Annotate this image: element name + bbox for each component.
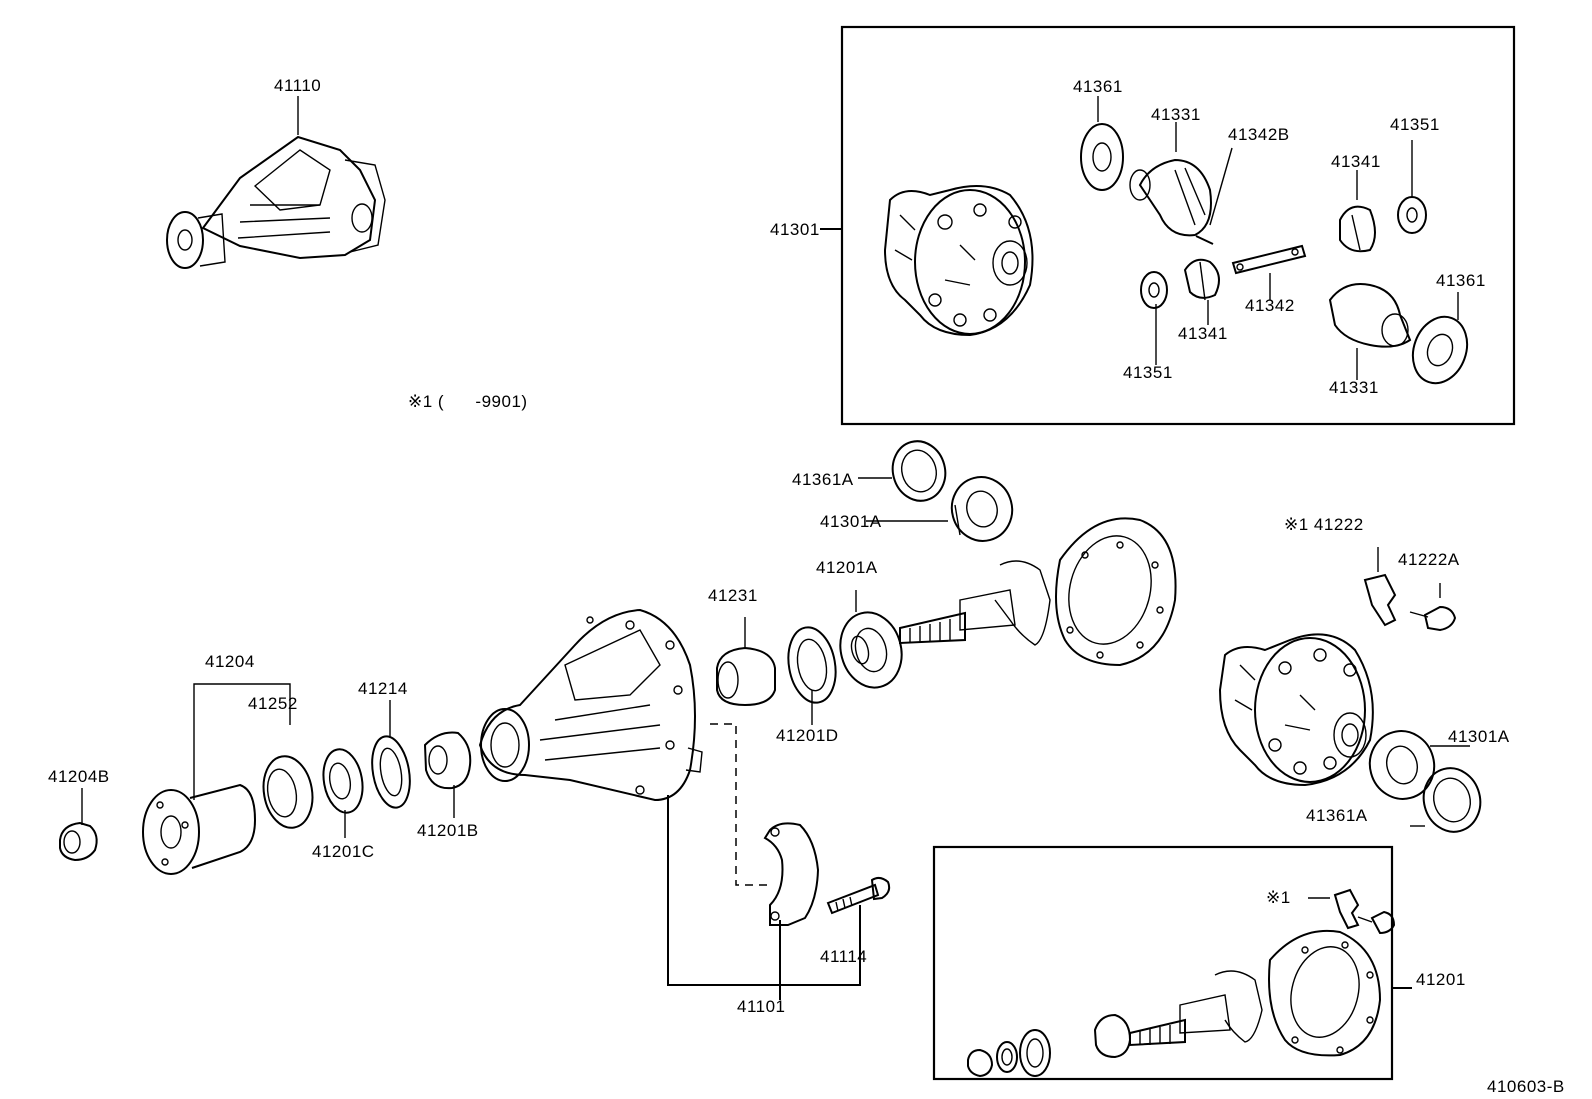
label-41201D: 41201D xyxy=(776,726,839,745)
label-41341-top: 41341 xyxy=(1331,152,1381,171)
dashed-guide-line xyxy=(710,723,772,886)
label-41342: 41342 xyxy=(1245,296,1295,315)
label-41331-bottom: 41331 xyxy=(1329,378,1379,397)
collapsible-spacer-41231[interactable] xyxy=(716,617,776,707)
label-41204: 41204 xyxy=(205,652,255,671)
ring-gear-set-kit[interactable] xyxy=(967,888,1412,1078)
label-41351-bottom: 41351 xyxy=(1123,363,1173,382)
pinion-gear-bottom[interactable] xyxy=(1183,258,1220,325)
label-41201A: 41201A xyxy=(816,558,878,577)
side-bearing-adjusting-washer-top[interactable] xyxy=(858,435,952,506)
companion-flange-nut[interactable] xyxy=(59,788,98,862)
pinion-gear-top[interactable] xyxy=(1339,170,1376,253)
label-41231: 41231 xyxy=(708,586,758,605)
label-41301: 41301 xyxy=(770,220,820,239)
label-41361A-right: 41361A xyxy=(1306,806,1368,825)
label-41361-right: 41361 xyxy=(1436,271,1486,290)
label-41214: 41214 xyxy=(358,679,408,698)
companion-flange[interactable] xyxy=(142,683,291,875)
label-41114: 41114 xyxy=(820,947,867,966)
side-bearing-top[interactable] xyxy=(866,470,1019,547)
label-41222A: 41222A xyxy=(1398,550,1460,569)
leader-41101 xyxy=(667,795,861,986)
ring-gear-set-box xyxy=(932,845,1394,1081)
side-bearing-right[interactable] xyxy=(1362,724,1470,806)
ring-gear-and-drive-pinion[interactable] xyxy=(899,517,1177,667)
front-bearing-41201B[interactable] xyxy=(423,731,472,819)
spacer-41214[interactable] xyxy=(367,700,415,811)
rear-bearing-washer-41201D[interactable] xyxy=(783,624,841,725)
bearing-cap-41101[interactable] xyxy=(763,822,820,926)
lock-bolt-41222A[interactable] xyxy=(1409,583,1457,632)
label-41201: 41201 xyxy=(1416,970,1466,989)
label-41201B: 41201B xyxy=(417,821,479,840)
pinion-thrust-washer-top[interactable] xyxy=(1397,140,1427,234)
label-41361A-top: 41361A xyxy=(792,470,854,489)
pinion-thrust-washer-bottom[interactable] xyxy=(1140,271,1168,365)
side-bearing-adjusting-washer-right[interactable] xyxy=(1410,762,1487,838)
differential-case[interactable] xyxy=(820,185,1034,337)
label-41204B: 41204B xyxy=(48,767,110,786)
rear-bearing-41201A[interactable] xyxy=(832,590,910,694)
label-note-star: ※1 xyxy=(1266,888,1291,907)
oil-seal-41252[interactable] xyxy=(258,752,318,831)
side-gear-thrust-washer-top[interactable] xyxy=(1080,96,1124,191)
label-41252: 41252 xyxy=(248,694,298,713)
label-41351-top: 41351 xyxy=(1390,115,1440,134)
label-41301A-top: 41301A xyxy=(820,512,882,531)
label-41201C: 41201C xyxy=(312,842,375,861)
label-41342B: 41342B xyxy=(1228,125,1290,144)
oil-slinger-41201C[interactable] xyxy=(319,746,368,838)
side-gear-thrust-washer-bottom[interactable] xyxy=(1404,292,1476,391)
label-41110: 41110 xyxy=(274,76,321,95)
side-gear-bottom[interactable] xyxy=(1328,283,1412,380)
differential-carrier-assembly[interactable] xyxy=(166,96,386,269)
label-41301A-right: 41301A xyxy=(1448,727,1510,746)
differential-case-box xyxy=(840,25,1516,426)
label-41101: 41101 xyxy=(737,997,786,1016)
label-41331-top: 41331 xyxy=(1151,105,1201,124)
bearing-cap-bolt-41114[interactable] xyxy=(826,876,891,915)
label-note-range: ※1 ( -9901) xyxy=(408,392,528,411)
label-41222: ※1 41222 xyxy=(1284,515,1364,534)
side-bearing-lock-41222[interactable] xyxy=(1363,547,1397,627)
pinion-shaft-pin[interactable] xyxy=(1195,147,1233,245)
reference-code: 410603-B xyxy=(1487,1077,1565,1096)
label-41341-bottom: 41341 xyxy=(1178,324,1228,343)
carrier-housing[interactable] xyxy=(478,608,703,802)
differential-case-right[interactable] xyxy=(1218,633,1374,787)
pinion-shaft[interactable] xyxy=(1231,244,1307,300)
label-41361-top: 41361 xyxy=(1073,77,1123,96)
side-gear-top[interactable] xyxy=(1129,122,1212,237)
